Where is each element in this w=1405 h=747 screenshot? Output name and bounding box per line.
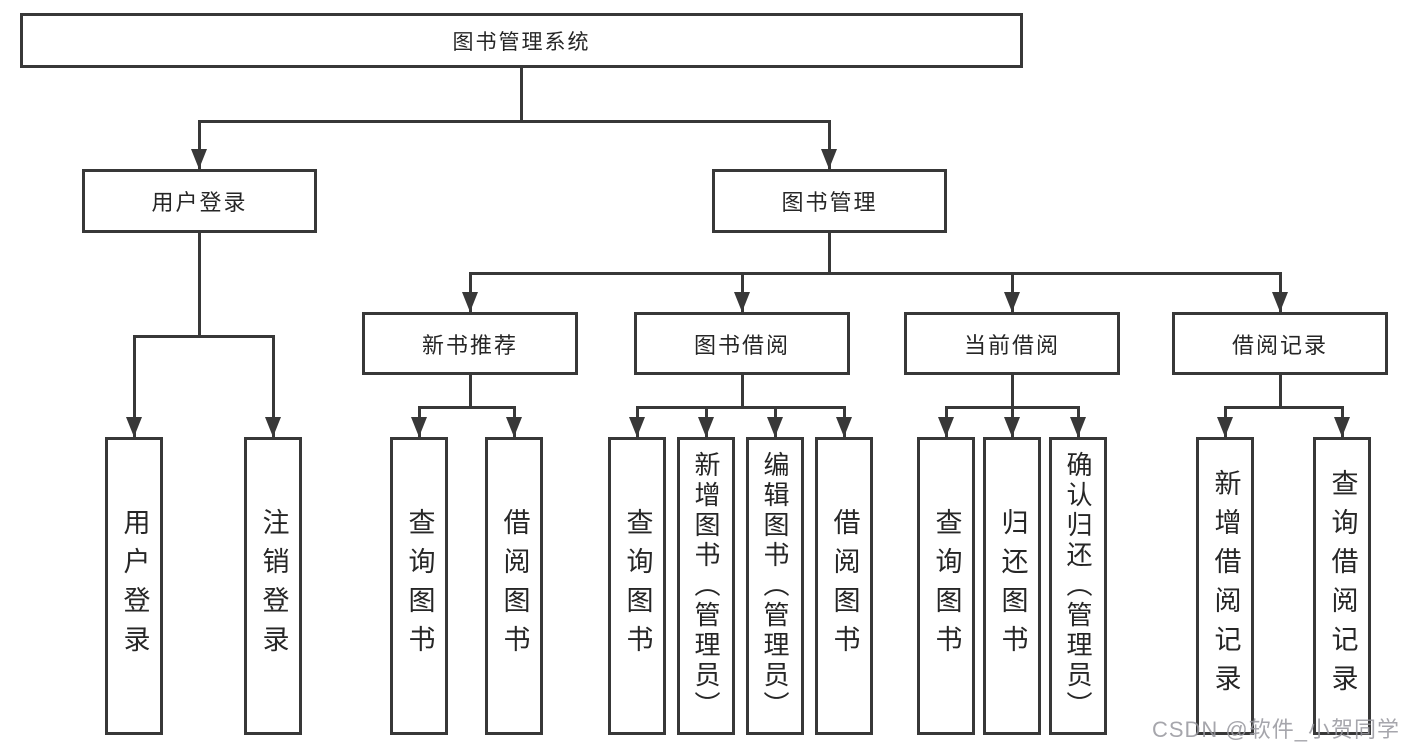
node-user-login: 用户登录 <box>82 169 317 233</box>
arrow-down-icon-borrowing-records-0 <box>1217 417 1233 437</box>
connector-trunk-current-borrowing <box>1010 375 1014 409</box>
leaf-label: 查询图书 <box>404 508 435 664</box>
node-library-management-system: 图书管理系统 <box>20 13 1023 68</box>
node-label: 用户登录 <box>151 190 248 215</box>
arrow-down-icon-current-borrowing-0 <box>938 417 954 437</box>
leaf-label: 新增图书（管理员） <box>691 451 721 721</box>
leaf-add-books-admin: 新增图书（管理员） <box>677 437 735 735</box>
arrow-down-icon-book-management-2 <box>1004 292 1020 312</box>
arrow-down-icon-book-borrowing-2 <box>767 417 783 437</box>
arrow-down-icon-book-management-1 <box>734 292 750 312</box>
node-current-borrowing: 当前借阅 <box>904 312 1120 375</box>
leaf-label: 归还图书 <box>997 508 1028 664</box>
arrow-down-icon-current-borrowing-2 <box>1070 417 1086 437</box>
arrow-down-icon-book-management-3 <box>1272 292 1288 312</box>
leaf-label: 借阅图书 <box>829 508 860 664</box>
connector-trunk-new-book-recommendation <box>468 375 472 409</box>
arrow-down-icon-current-borrowing-1 <box>1004 417 1020 437</box>
node-label: 借阅记录 <box>1231 332 1328 358</box>
arrow-down-icon-new-book-recommendation-1 <box>506 417 522 437</box>
leaf-label: 用户登录 <box>119 508 150 664</box>
connector-trunk-root <box>519 68 523 123</box>
node-label: 当前借阅 <box>963 332 1060 358</box>
connector-trunk-user-login <box>197 233 201 338</box>
leaf-edit-books-admin: 编辑图书（管理员） <box>746 437 804 735</box>
node-borrowing-records: 借阅记录 <box>1172 312 1388 375</box>
arrow-down-icon-root-1 <box>821 149 837 169</box>
node-book-management: 图书管理 <box>712 169 947 233</box>
arrow-down-icon-book-management-0 <box>462 292 478 312</box>
arrow-down-icon-new-book-recommendation-0 <box>411 417 427 437</box>
leaf-label: 注销登录 <box>258 508 289 664</box>
node-label: 图书管理 <box>781 190 878 215</box>
arrow-down-icon-user-login-0 <box>126 417 142 437</box>
node-label: 图书借阅 <box>693 332 790 358</box>
arrow-down-icon-root-0 <box>191 149 207 169</box>
node-book-borrowing: 图书借阅 <box>634 312 850 375</box>
connector-stem-user-login-0 <box>132 335 136 437</box>
arrow-down-icon-borrowing-records-1 <box>1334 417 1350 437</box>
node-label: 图书管理系统 <box>452 30 591 54</box>
connector-bar-root <box>197 120 831 123</box>
connector-bar-new-book-recommendation <box>417 406 516 409</box>
node-label: 新书推荐 <box>421 332 518 358</box>
csdn-watermark: CSDN @软件_小贺同学 <box>1151 717 1400 742</box>
leaf-query-books-borrowing: 查询图书 <box>608 437 666 735</box>
connector-bar-book-management <box>468 272 1282 275</box>
leaf-query-books-current: 查询图书 <box>917 437 975 735</box>
arrow-down-icon-book-borrowing-3 <box>836 417 852 437</box>
connector-trunk-book-management <box>827 233 831 275</box>
leaf-query-books-recommend: 查询图书 <box>390 437 448 735</box>
leaf-query-borrow-record: 查询借阅记录 <box>1313 437 1371 735</box>
connector-stem-root-0 <box>197 120 201 169</box>
leaf-add-borrow-record: 新增借阅记录 <box>1196 437 1254 735</box>
leaf-user-login: 用户登录 <box>105 437 163 735</box>
leaf-borrow-books-recommend: 借阅图书 <box>485 437 543 735</box>
connector-stem-root-1 <box>827 120 831 169</box>
leaf-label: 编辑图书（管理员） <box>760 451 790 721</box>
leaf-label: 借阅图书 <box>499 508 530 664</box>
leaf-return-books: 归还图书 <box>983 437 1041 735</box>
arrow-down-icon-book-borrowing-1 <box>698 417 714 437</box>
arrow-down-icon-user-login-1 <box>265 417 281 437</box>
connector-trunk-borrowing-records <box>1278 375 1282 409</box>
connector-stem-user-login-1 <box>271 335 275 437</box>
connector-bar-borrowing-records <box>1223 406 1344 409</box>
leaf-label: 确认归还（管理员） <box>1063 451 1093 721</box>
connector-bar-book-borrowing <box>635 406 846 409</box>
leaf-label: 查询图书 <box>622 508 653 664</box>
leaf-logout: 注销登录 <box>244 437 302 735</box>
leaf-label: 查询借阅记录 <box>1327 469 1358 703</box>
arrow-down-icon-book-borrowing-0 <box>629 417 645 437</box>
leaf-confirm-return-admin: 确认归还（管理员） <box>1049 437 1107 735</box>
leaf-label: 查询图书 <box>931 508 962 664</box>
connector-bar-user-login <box>132 335 275 338</box>
connector-trunk-book-borrowing <box>740 375 744 409</box>
leaf-label: 新增借阅记录 <box>1210 469 1241 703</box>
node-new-book-recommendation: 新书推荐 <box>362 312 578 375</box>
leaf-borrow-books: 借阅图书 <box>815 437 873 735</box>
